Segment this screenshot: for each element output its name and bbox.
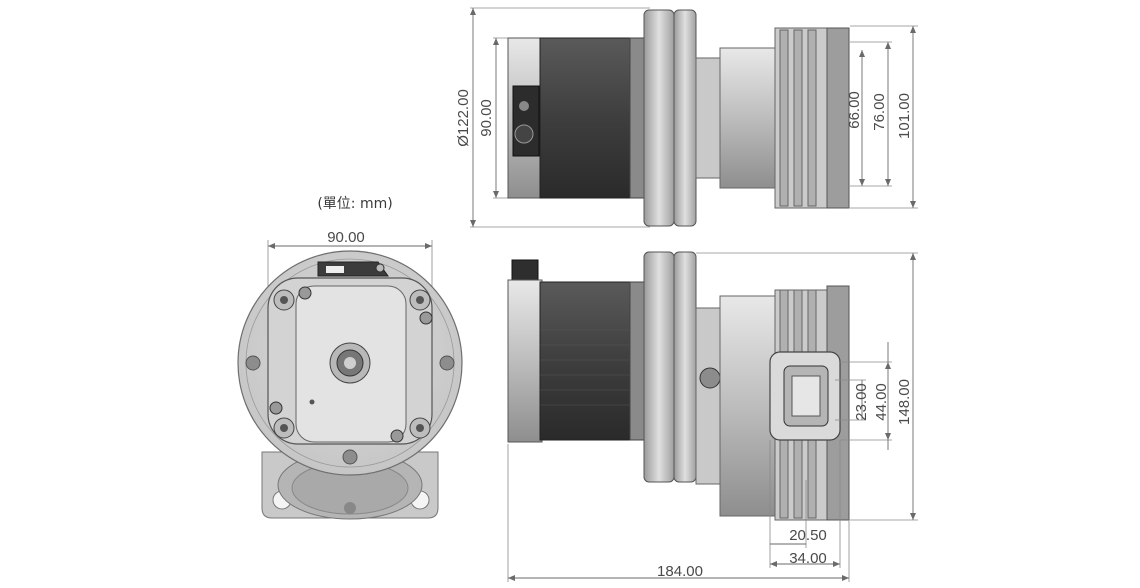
side-148-dim: 148.00 — [896, 379, 913, 425]
top-view: Ø122.00 90.00 66.00 — [455, 7, 918, 228]
top-101-dim: 101.00 — [896, 93, 913, 139]
top-dia-dim: Ø122.00 — [455, 89, 472, 147]
side-view: 23.00 44.00 148.00 20.50 34.00 184.00 — [507, 251, 918, 582]
side-34-dim: 34.00 — [789, 550, 827, 567]
side-20-5-dim: 20.50 — [789, 527, 827, 544]
top-76-dim: 76.00 — [871, 93, 888, 131]
side-44-dim: 44.00 — [873, 383, 890, 421]
top-height-90-dim: 90.00 — [478, 99, 495, 137]
front-width-dim: 90.00 — [327, 229, 365, 246]
top-66-dim: 66.00 — [846, 91, 863, 129]
unit-label: (單位: mm) — [317, 196, 392, 212]
side-23-dim: 23.00 — [853, 383, 870, 421]
side-184-dim: 184.00 — [657, 563, 703, 580]
front-view: 90.00 — [237, 229, 463, 520]
